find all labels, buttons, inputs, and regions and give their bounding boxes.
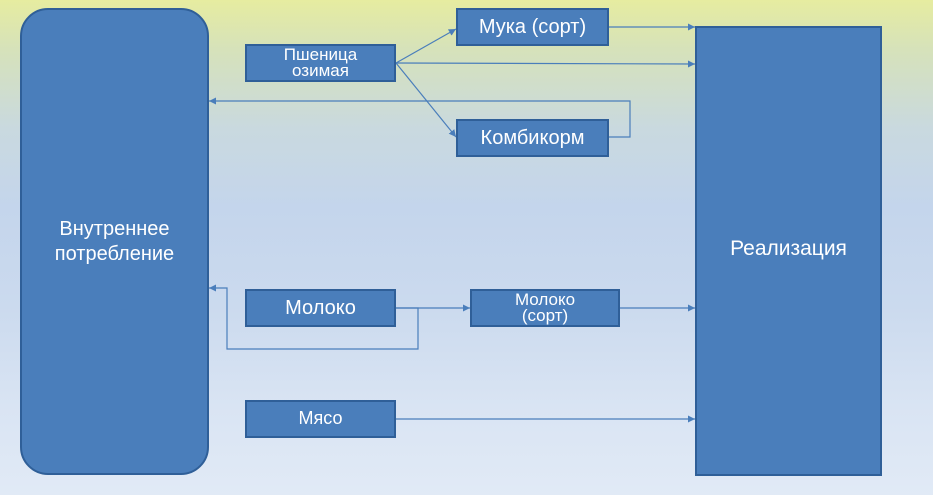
compound-feed-node: Комбикорм — [456, 119, 609, 157]
arrow-wheat-to-feed — [395, 62, 457, 138]
arrow-milk-to-internal — [209, 284, 419, 350]
arrow-wheat-to-flour — [395, 28, 457, 64]
sale-node: Реализация — [695, 26, 882, 476]
internal-consumption-node: Внутреннее потребление — [20, 8, 209, 475]
arrow-wheat-to-sale — [395, 60, 696, 68]
winter-wheat-node: Пшеница озимая — [245, 44, 396, 82]
arrow-feed-to-internal — [209, 97, 631, 138]
meat-node: Мясо — [245, 400, 396, 438]
flour-node: Мука (сорт) — [456, 8, 609, 46]
milk-grade-node: Молоко (сорт) — [470, 289, 620, 327]
milk-node: Молоко — [245, 289, 396, 327]
